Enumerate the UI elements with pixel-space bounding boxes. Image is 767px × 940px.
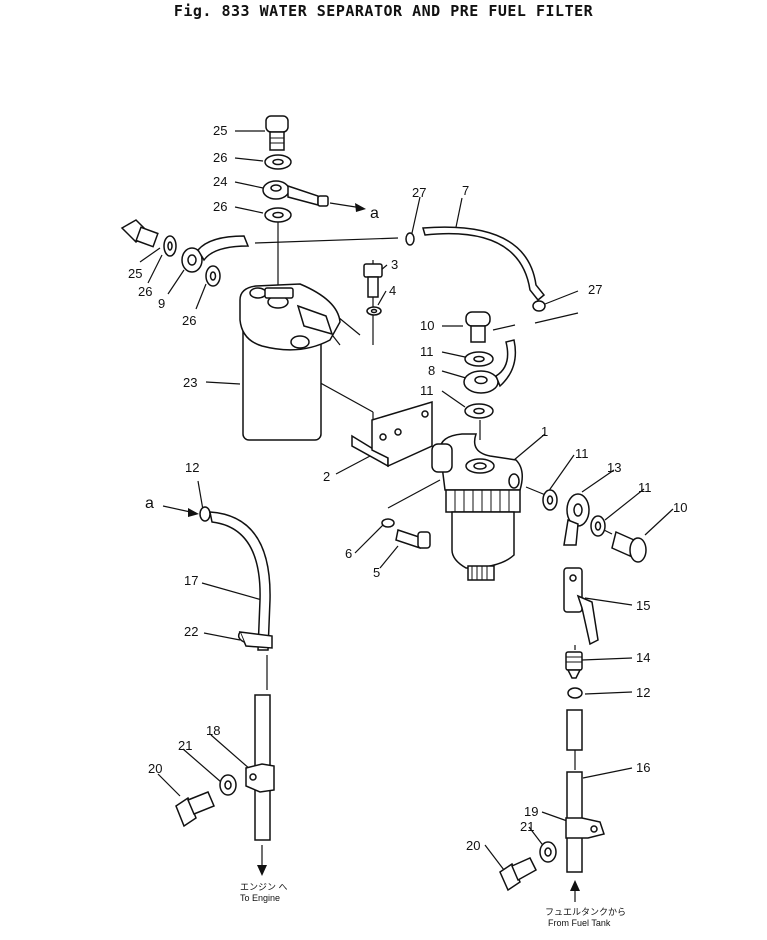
callout-24: 24 [213,174,227,189]
washer-11-lower [464,403,494,419]
callout-22: 22 [184,624,198,639]
callout-26-top-a: 26 [213,150,227,165]
hose-7 [422,226,546,302]
callout-16: 16 [636,760,650,775]
callout-7: 7 [462,183,469,198]
callout-23: 23 [183,375,197,390]
callout-10-right: 10 [673,500,687,515]
callout-25-left: 25 [128,266,142,281]
washer-21-right [539,841,557,863]
captions: エンジン へ To Engine フュエルタンクから From Fuel Tan… [240,882,626,928]
callout-20-left: 20 [148,761,162,776]
clamp-18 [245,763,275,793]
callout-26-left-b: 26 [182,313,196,328]
banjo-13 [563,493,590,546]
washer-4 [366,306,382,316]
callout-5: 5 [373,565,380,580]
bolt-10-right [611,530,647,563]
callout-26-left-a: 26 [138,284,152,299]
pipe-16 [566,709,583,873]
callout-20-right: 20 [466,838,480,853]
callout-4: 4 [389,283,396,298]
figure-title: Fig. 833 WATER SEPARATOR AND PRE FUEL FI… [173,2,594,20]
washer-11-right-a [542,489,558,511]
banjo-8 [463,339,517,394]
banjo-bolt-25-left [120,219,159,248]
arrow-a-label-top: a [370,205,379,222]
callout-17: 17 [184,573,198,588]
banjo-bolt-25-top [265,115,289,151]
washer-11-right-b [590,515,606,537]
callout-21-right: 21 [520,819,534,834]
hose-17 [209,511,271,651]
caption-tank-en: From Fuel Tank [548,918,611,928]
washer-26-left-a [163,235,177,257]
callout-25-top: 25 [213,123,227,138]
washer-26-top-lower [264,207,292,223]
arrow-from-fuel-tank [570,880,580,902]
clamp-12-right [567,687,583,699]
callout-numbers: 25 26 24 26 25 26 9 26 23 2 3 4 27 7 27 … [128,123,687,853]
bracket-2 [351,400,433,468]
pre-filter-23 [239,283,341,441]
bolt-3 [363,263,383,298]
callout-26-top-b: 26 [213,199,227,214]
washer-26-top-upper [264,154,292,170]
callout-18: 18 [206,723,220,738]
callout-12-right: 12 [636,685,650,700]
washer-11-upper [464,351,494,367]
clamp-22 [237,631,273,649]
bolt-20-right [499,857,537,892]
joint-14 [565,651,583,679]
arrow-a-left: a [145,495,199,517]
bolt-5 [395,529,431,549]
clamp-27-top [405,232,415,246]
arrow-a-label-left: a [145,495,154,512]
washer-6 [381,518,395,528]
callout-11-a: 11 [420,344,434,359]
callout-8: 8 [428,363,435,378]
caption-engine-en: To Engine [240,893,280,903]
callout-14: 14 [636,650,650,665]
callout-13: 13 [607,460,621,475]
callout-1: 1 [541,424,548,439]
callout-19: 19 [524,804,538,819]
clamp-27-right [532,300,546,312]
cock-15 [563,567,599,646]
clamp-19 [565,817,605,839]
bolt-10-top [465,311,491,343]
clamp-12-left [199,506,211,522]
bolt-20-left [175,791,215,828]
arrow-a-top: a [329,202,379,222]
callout-11-b: 11 [420,383,434,398]
caption-engine-jp: エンジン へ [240,882,288,892]
callout-10-top: 10 [420,318,434,333]
callout-15: 15 [636,598,650,613]
banjo-9 [181,235,250,273]
callout-21-left: 21 [178,738,192,753]
callout-6: 6 [345,546,352,561]
callout-11-c: 11 [575,446,589,461]
arrow-to-engine [257,845,267,876]
callout-12-left: 12 [185,460,199,475]
callout-27-top: 27 [412,185,426,200]
washer-26-left-b [205,265,221,287]
callout-27-right: 27 [588,282,602,297]
washer-21-left [219,774,237,796]
callout-2: 2 [323,469,330,484]
callout-11-d: 11 [638,480,652,495]
water-separator-1 [431,433,523,581]
caption-tank-jp: フュエルタンクから [545,907,626,917]
banjo-24 [262,180,329,207]
callout-9: 9 [158,296,165,311]
callout-3: 3 [391,257,398,272]
